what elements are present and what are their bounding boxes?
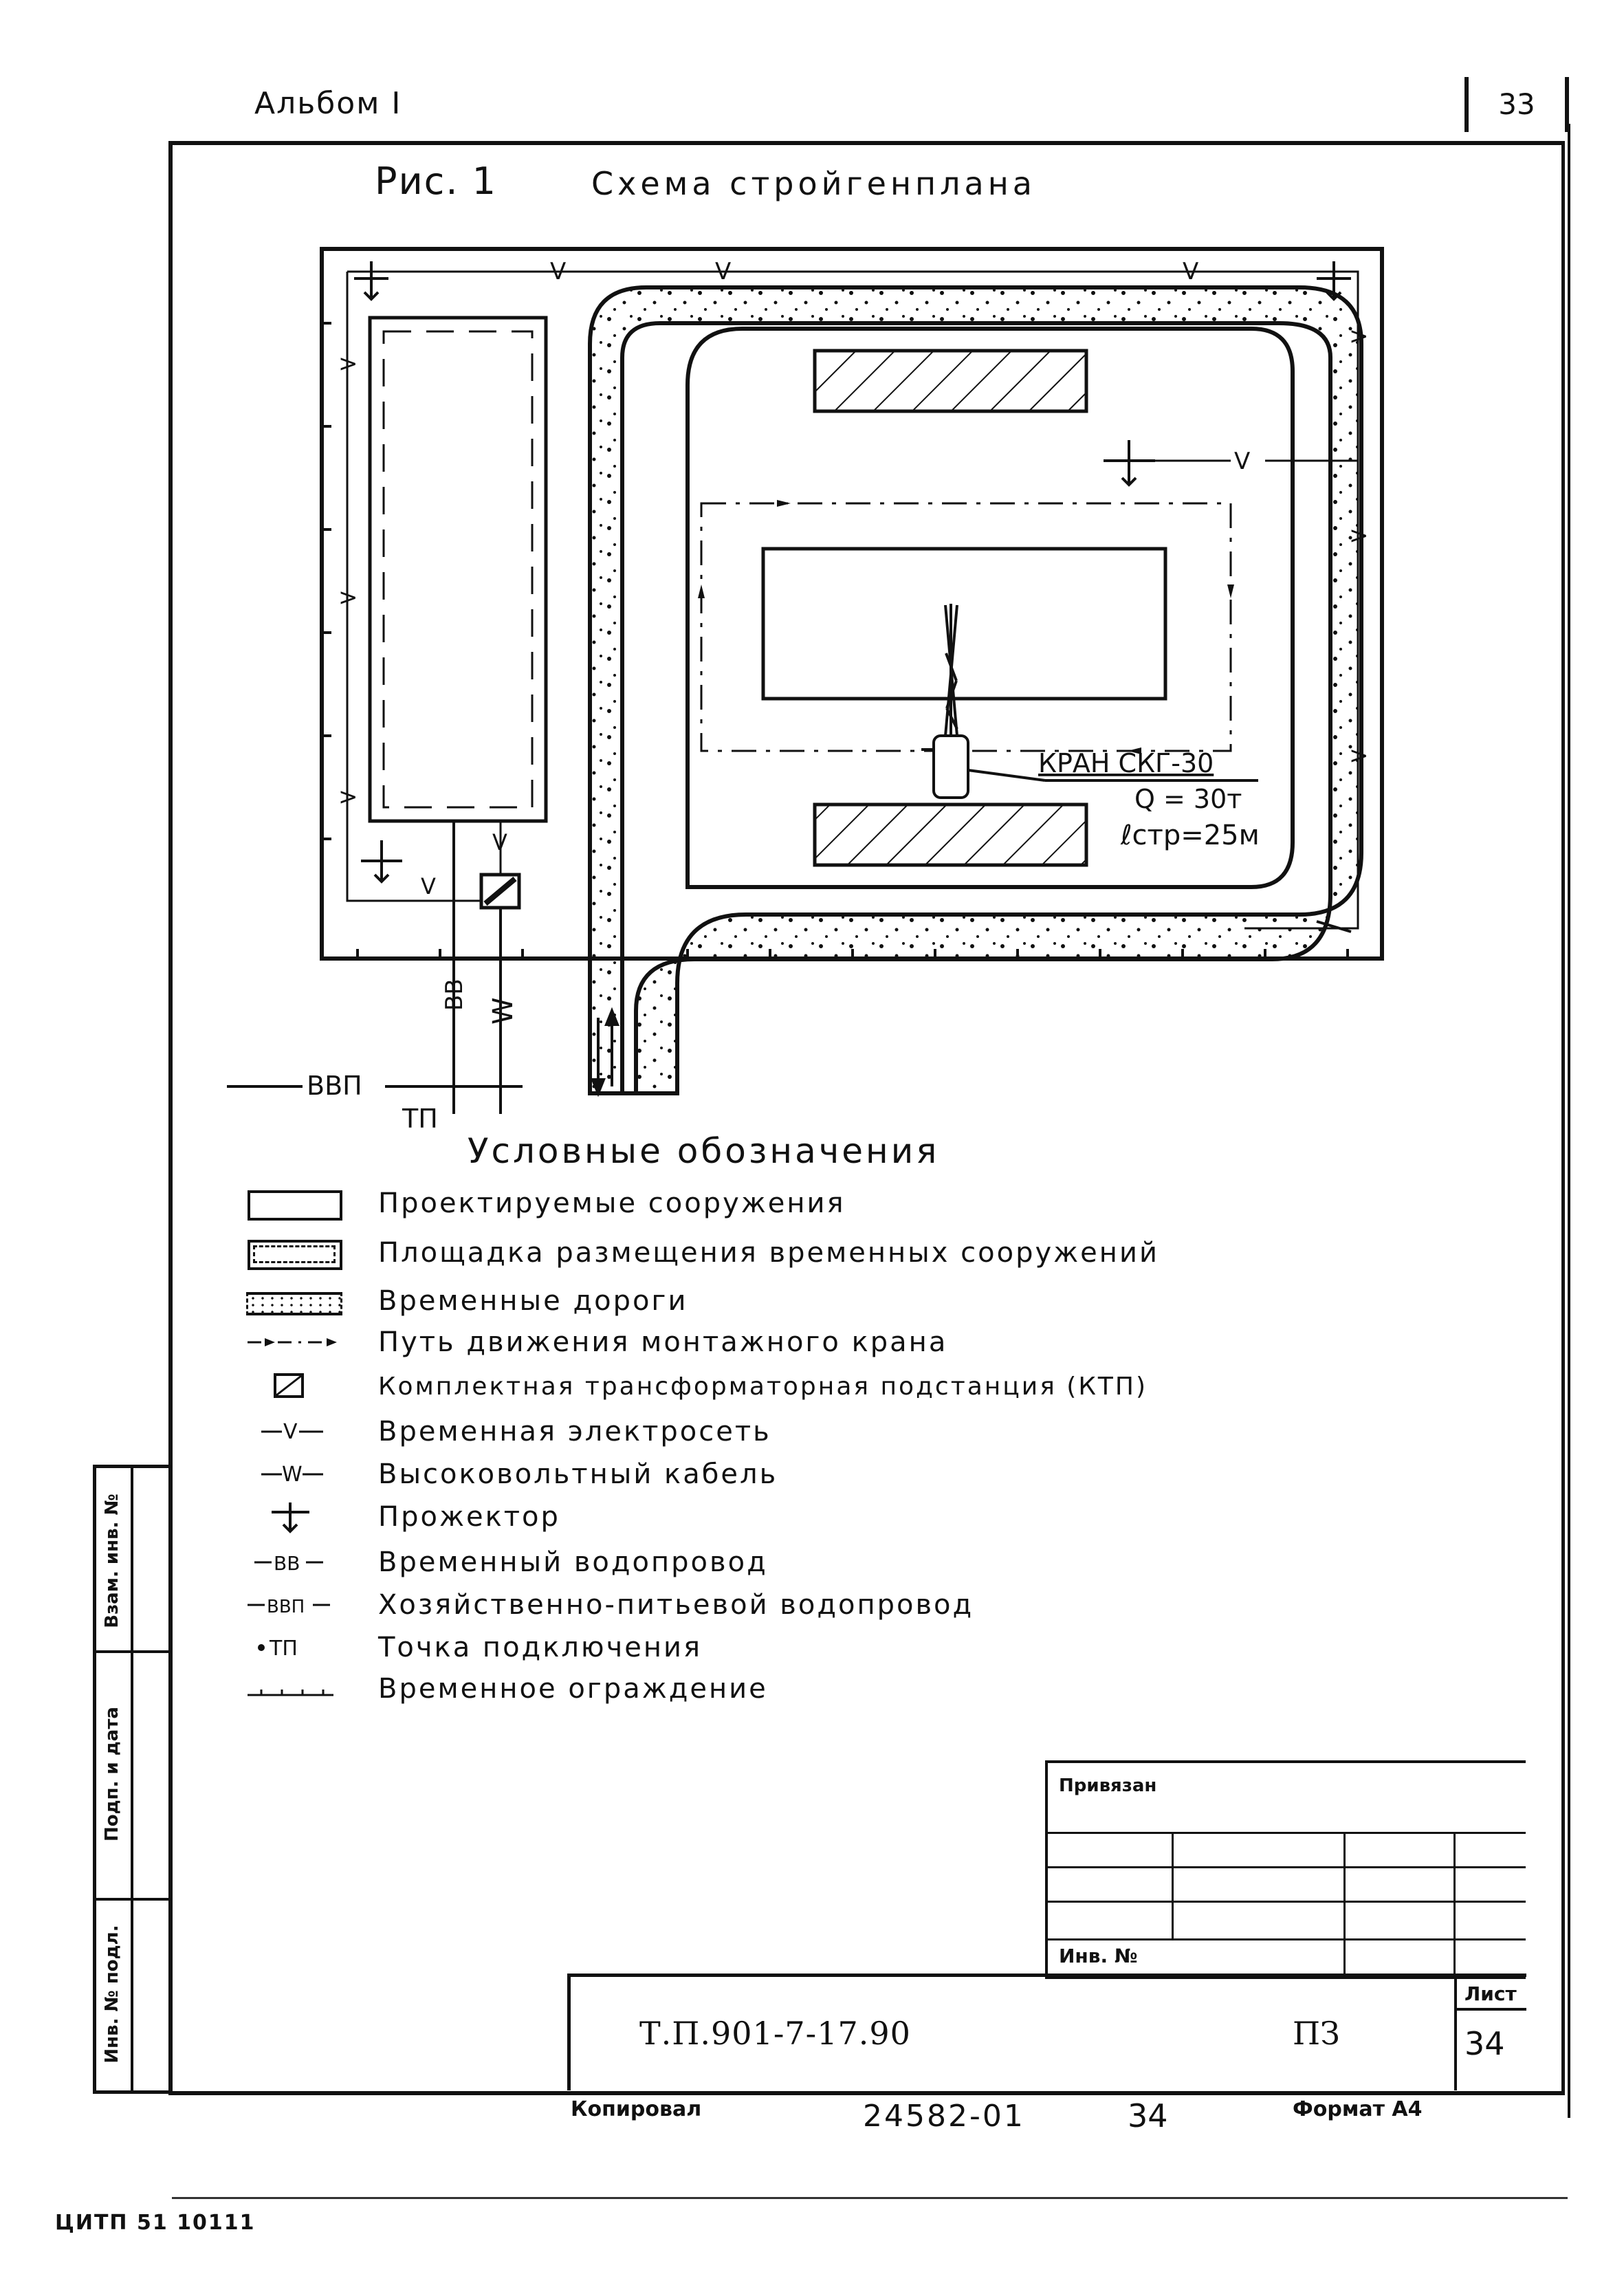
album-label: Альбом I [254, 86, 402, 121]
legend-item-label: Хозяйственно-питьевой водопровод [378, 1589, 974, 1621]
legend-item-label: Временная электросеть [378, 1416, 771, 1447]
legend-item-label: Временное ограждение [378, 1673, 768, 1705]
legend-item: ВВП Хозяйственно-питьевой водопровод [234, 1583, 972, 1627]
pipe-tp-label: ТП [402, 1104, 438, 1134]
water-pipe-icon: ВВ [234, 1545, 344, 1579]
legend-item-label: Временные дороги [378, 1285, 688, 1317]
drinking-water-symbol: ВВП [267, 1597, 305, 1617]
frame-edge-line [1568, 124, 1570, 2118]
legend-item: ТП Точка подключения [234, 1626, 700, 1670]
legend-item-label: Точка подключения [378, 1632, 703, 1663]
site-plan: VVV >>> >>> КРАН СКГ-30 Q = 30т ℓстр=25м [227, 247, 1384, 1134]
side-stamp-sign-date: Подп. и дата [102, 1707, 122, 1841]
binding-label: Привязан [1059, 1775, 1157, 1796]
footer-page: 34 [1128, 2097, 1168, 2134]
binding-table: Привязан Инв. № [1045, 1760, 1526, 1979]
legend-item-label: Комплектная трансформаторная подстанция … [378, 1372, 1148, 1401]
pipe-vv-label: ВВ [441, 979, 468, 1011]
copied-label: Копировал [571, 2097, 702, 2121]
hv-cable-icon: W [234, 1457, 344, 1491]
sheet-label: Лист [1464, 1982, 1517, 2005]
figure-title: Схема стройгенплана [591, 165, 1036, 202]
legend-item: Комплектная трансформаторная подстанция … [234, 1364, 1145, 1408]
floodlight-icon [354, 261, 1351, 884]
legend-item: Путь движения монтажного крана [234, 1320, 945, 1364]
floodlight-icon [234, 1500, 344, 1534]
legend-item-label: Прожектор [378, 1501, 560, 1533]
crane-load: Q = 30т [1134, 784, 1242, 814]
page-number-box: 33 [1464, 77, 1569, 132]
substation-icon [234, 1369, 344, 1403]
dotted-road-icon [234, 1284, 344, 1318]
legend-item-label: Площадка размещения временных сооружений [378, 1237, 1159, 1269]
legend-item-label: Высоковольтный кабель [378, 1458, 778, 1490]
svg-text:>: > [338, 350, 358, 378]
drawing-frame [168, 141, 1565, 2095]
side-stamp-replace-inv: Взам. инв. № [102, 1494, 122, 1628]
legend-item: Проектируемые сооружения [234, 1181, 844, 1225]
pipe-vvp-label: ВВП [307, 1071, 362, 1101]
legend-item: Площадка размещения временных сооружений [234, 1231, 1157, 1275]
temp-building-south [813, 802, 1088, 867]
legend-item-label: Проектируемые сооружения [378, 1188, 846, 1219]
svg-text:>: > [338, 584, 358, 611]
inventory-number-label: Инв. № [1059, 1945, 1138, 1967]
footer-rule [172, 2197, 1568, 2199]
power-line-icon: V [234, 1414, 344, 1449]
svg-text:V: V [492, 829, 507, 855]
drinking-water-icon: ВВП [234, 1588, 344, 1622]
legend-item-label: Временный водопровод [378, 1546, 768, 1578]
temp-facilities-area [368, 316, 548, 823]
legend-item: Временные дороги [234, 1279, 685, 1323]
sheet-number: 34 [1464, 2025, 1505, 2062]
format-label: Формат А4 [1293, 2097, 1423, 2121]
crane-label: КРАН СКГ-30 [1038, 748, 1214, 778]
water-pipe-symbol: ВВ [274, 1552, 300, 1575]
legend-item-label: Путь движения монтажного крана [378, 1326, 948, 1358]
connection-point-icon: ТП [234, 1630, 344, 1665]
svg-text:V: V [1183, 258, 1198, 285]
pipe-w-label: W [487, 997, 519, 1025]
legend-item: Временное ограждение [234, 1667, 766, 1711]
svg-text:V: V [550, 258, 566, 285]
legend-item: ВВ Временный водопровод [234, 1540, 766, 1584]
tower-crane [921, 604, 1258, 799]
legend-title: Условные обозначения [468, 1131, 940, 1171]
power-line-symbol: V [283, 1420, 298, 1444]
fence-icon [234, 1672, 344, 1706]
rect-icon [234, 1186, 344, 1221]
svg-text:V: V [421, 873, 436, 899]
legend-item: Прожектор [234, 1495, 558, 1539]
side-stamp-original-inv: Инв. № подл. [102, 1925, 122, 2064]
crane-boom: ℓстр=25м [1120, 820, 1260, 851]
temporary-road [588, 285, 1363, 1095]
order-number: 24582-01 [863, 2099, 1025, 2134]
title-block: Т.П.901-7-17.90 ПЗ Лист 34 [567, 1974, 1526, 2090]
crane-path-icon [234, 1325, 344, 1359]
dashed-rect-icon [234, 1236, 344, 1270]
designed-structure [761, 547, 1167, 701]
document-section: ПЗ [1293, 2015, 1340, 2052]
svg-text:>: > [338, 783, 358, 811]
document-code: Т.П.901-7-17.90 [639, 2015, 911, 2052]
figure-label: Рис. 1 [375, 160, 498, 203]
crane-path [700, 502, 1232, 752]
side-stamp: Взам. инв. № Подп. и дата Инв. № подл. [93, 1465, 172, 2094]
connection-point-symbol: ТП [269, 1637, 298, 1661]
legend-item: W Высоковольтный кабель [234, 1452, 776, 1496]
temp-building-north [813, 349, 1088, 413]
printer-mark: ЦИТП 51 10111 [55, 2211, 256, 2235]
svg-text:V: V [1234, 448, 1250, 475]
svg-text:V: V [715, 258, 731, 285]
hv-cable-symbol: W [282, 1463, 303, 1487]
page-number: 33 [1498, 87, 1535, 121]
legend-item: V Временная электросеть [234, 1410, 769, 1454]
